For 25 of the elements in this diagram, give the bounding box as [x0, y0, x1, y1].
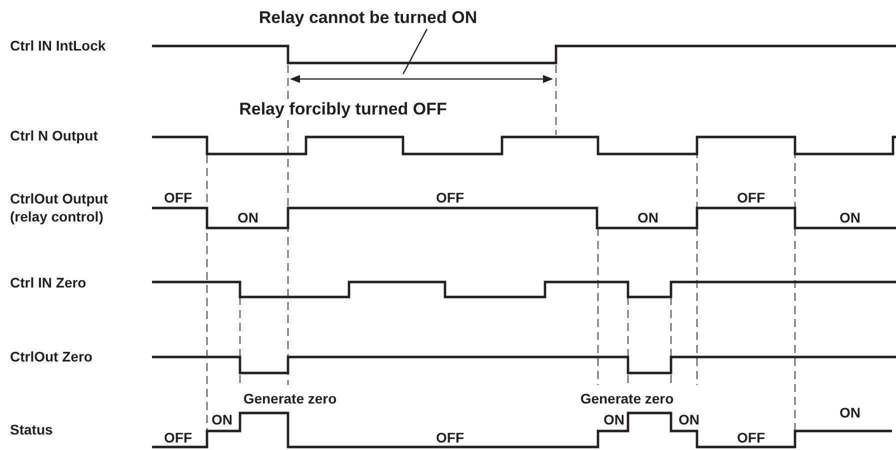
signal-name: CtrlOut Output (relay control)	[10, 190, 109, 226]
signal-name: Ctrl IN Zero	[10, 274, 88, 292]
signal-name: Ctrl N Output	[10, 127, 99, 145]
state-label: ON	[212, 411, 232, 429]
dimension-line	[290, 74, 553, 84]
state-label: ON	[604, 411, 624, 429]
state-label: ON	[638, 209, 658, 227]
annotation-text: Relay cannot be turned ON	[250, 7, 486, 29]
state-label: Relay forcibly turned OFF	[239, 98, 447, 120]
state-label: OFF	[164, 429, 192, 447]
state-label: ON	[840, 404, 860, 422]
state-label: OFF	[436, 429, 464, 447]
state-label: Generate zero	[243, 390, 337, 408]
state-label: ON	[840, 209, 860, 227]
state-label: OFF	[737, 189, 765, 207]
signal-name: CtrlOut Zero	[10, 348, 94, 366]
state-label: OFF	[737, 429, 765, 447]
signal-name: Status	[10, 421, 54, 439]
state-label: Generate zero	[580, 390, 674, 408]
state-label: ON	[238, 209, 258, 227]
signal-name: Ctrl IN IntLock	[10, 37, 107, 55]
state-label: OFF	[164, 189, 192, 207]
state-label: OFF	[436, 189, 464, 207]
leader-line	[402, 28, 428, 74]
state-label: ON	[678, 411, 700, 429]
